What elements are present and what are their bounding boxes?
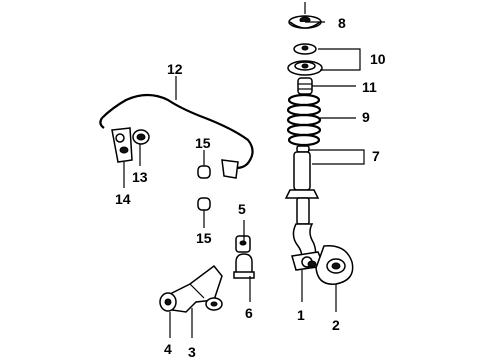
callout-4: 4 (164, 341, 172, 357)
callout-9: 9 (362, 109, 370, 125)
spring-seat-lower (287, 60, 323, 76)
stabilizer-link-bracket (111, 127, 133, 163)
strut-mount-top (288, 2, 322, 29)
callout-5: 5 (238, 201, 246, 217)
lower-control-arm (165, 264, 223, 313)
callout-15-upper: 15 (195, 135, 211, 151)
callout-10: 10 (370, 51, 386, 67)
stabilizer-bar (99, 93, 254, 172)
callout-11: 11 (362, 79, 377, 95)
callout-2: 2 (332, 317, 340, 333)
stabilizer-insulator-lower (197, 197, 211, 211)
splash-shield (315, 245, 354, 285)
callout-8: 8 (338, 15, 346, 31)
coil-spring (286, 93, 322, 147)
jounce-bumper (297, 77, 313, 95)
control-arm-front-bushing (159, 292, 177, 312)
control-arm-bushing-clamp (233, 253, 255, 279)
callout-13: 13 (132, 169, 148, 185)
callout-14: 14 (115, 191, 131, 207)
callout-6: 6 (245, 305, 253, 321)
callout-7: 7 (372, 148, 380, 164)
spring-seat-upper (293, 43, 317, 55)
callout-3: 3 (188, 344, 196, 360)
stabilizer-link-end (221, 159, 239, 179)
strut-assembly (284, 151, 320, 263)
callout-1: 1 (297, 307, 305, 323)
leader-lines (123, 21, 365, 338)
stabilizer-bushing (132, 129, 150, 145)
stabilizer-insulator-upper (197, 165, 211, 179)
control-arm-bushing (235, 235, 251, 253)
callout-12: 12 (167, 61, 183, 77)
strut-boot (296, 145, 310, 153)
callout-15-lower: 15 (196, 230, 212, 246)
